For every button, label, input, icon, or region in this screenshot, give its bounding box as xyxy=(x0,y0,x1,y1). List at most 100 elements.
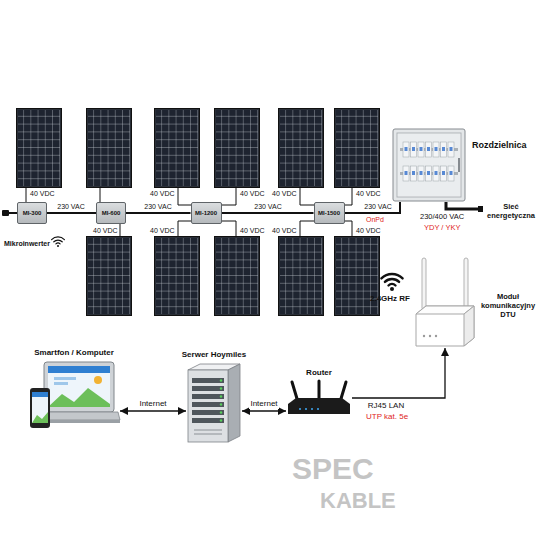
wifi-symbol xyxy=(390,287,394,291)
dc-wire xyxy=(178,188,191,205)
dc-wires xyxy=(26,188,352,236)
distribution-board-art xyxy=(397,133,461,197)
solar-panel xyxy=(335,109,380,188)
cable-type: YDY / YKY xyxy=(424,223,460,232)
dtu-module-art xyxy=(429,335,431,337)
router-device-art xyxy=(311,408,313,410)
dtu-module-art xyxy=(414,256,476,348)
solar-panel xyxy=(155,109,200,188)
microinverter: MI-1200 xyxy=(191,202,222,224)
server-device-art xyxy=(188,370,228,442)
dtu-module-art xyxy=(464,258,468,310)
server-device-art xyxy=(220,419,222,421)
voltage-label: 40 VDC xyxy=(356,190,381,199)
grid-cable xyxy=(446,202,480,209)
computer-device-art xyxy=(38,420,120,423)
wifi-symbol xyxy=(389,284,396,285)
dtu-module-art xyxy=(464,306,474,346)
server-device-art xyxy=(220,387,222,389)
router-device-art xyxy=(299,408,301,410)
wifi-symbol xyxy=(57,245,59,247)
computer-device-art xyxy=(48,366,110,407)
computer-device-art xyxy=(48,366,110,373)
solar-panels xyxy=(17,109,380,316)
computer-device-art xyxy=(28,360,120,434)
computer-device-art xyxy=(32,392,48,397)
dc-wire xyxy=(221,221,236,236)
model-label: MI-300 xyxy=(23,210,42,217)
model-label: MI-600 xyxy=(102,210,121,217)
dtu-module-art xyxy=(416,306,474,346)
router-device-art xyxy=(317,408,319,410)
voltage-label: 40 VDC xyxy=(150,190,175,199)
dc-wire xyxy=(100,188,101,202)
watermark: KABLE xyxy=(320,488,396,513)
wifi-symbol xyxy=(52,237,65,247)
server-device-art xyxy=(194,430,222,434)
server-device-art xyxy=(192,402,224,407)
solar-panel xyxy=(155,237,200,316)
dc-wire xyxy=(178,221,191,236)
server-device-art xyxy=(220,403,222,405)
dc-wire xyxy=(26,188,27,202)
voltage-label: 40 VDC xyxy=(272,190,297,199)
voltage-label: 40 VDC xyxy=(272,227,297,236)
edge-label: Internet xyxy=(138,399,167,409)
router-device-art xyxy=(286,380,352,418)
microinverter: MI-1500 xyxy=(314,202,345,224)
network-link xyxy=(352,348,445,398)
server-device-art xyxy=(220,395,222,397)
computer-device-art xyxy=(54,382,68,385)
cable-type: UTP kat. 5e xyxy=(366,412,408,422)
server-device-art xyxy=(192,394,224,399)
edge-label: Internet xyxy=(249,399,278,409)
grid-label: Sieć energetyczna xyxy=(484,202,538,220)
solar-panel xyxy=(279,109,324,188)
solar-panel xyxy=(335,237,380,316)
server-device-art xyxy=(228,364,240,442)
computer-device-art xyxy=(32,412,48,423)
dc-wire xyxy=(120,224,121,236)
server-device-art xyxy=(192,418,224,423)
ac-cable xyxy=(345,202,401,213)
edge-label: RJ45 LAN xyxy=(367,401,405,411)
computer-device-art xyxy=(30,388,50,428)
voltage-label: 40 VDC xyxy=(30,190,55,199)
dtu-module-art xyxy=(422,258,426,310)
computer-device-art xyxy=(94,376,102,384)
wifi-symbol xyxy=(52,237,65,240)
watermark: SPEC xyxy=(292,452,374,485)
device-label: Moduł komunikacyjny DTU xyxy=(478,292,538,319)
distribution-board-art xyxy=(398,134,460,196)
device-label: Rozdzielnica xyxy=(472,140,527,151)
solar-panel xyxy=(279,237,324,316)
dc-wire xyxy=(344,188,352,205)
distribution-board: Rozdzielnica xyxy=(392,128,466,202)
dtu-module-art xyxy=(435,335,437,337)
server-device-art xyxy=(220,379,222,381)
voltage-label: 230/400 VAC xyxy=(420,212,464,221)
dc-wire xyxy=(344,221,352,236)
dc-wire xyxy=(300,188,314,205)
computer-device: Smartfon / Komputer xyxy=(28,360,120,434)
solar-panel xyxy=(215,109,260,188)
computer-device-art xyxy=(54,377,76,380)
device-label: Serwer Hoymiles xyxy=(182,350,246,360)
signal-label: 2.4GHz RF xyxy=(370,294,410,304)
router-device-art xyxy=(305,408,307,410)
cable-end xyxy=(478,206,483,212)
device-label: Router xyxy=(306,368,332,378)
server-device-art xyxy=(186,362,242,444)
network-link xyxy=(120,410,186,411)
voltage-label: 40 VDC xyxy=(93,227,118,236)
model-label: MI-1500 xyxy=(318,210,340,217)
voltage-label: 40 VDC xyxy=(356,227,381,236)
server-device: Serwer Hoymiles xyxy=(186,362,242,444)
wifi-symbol xyxy=(54,240,62,242)
dtu-module-art xyxy=(423,335,425,337)
dtu-module: Moduł komunikacyjny DTU xyxy=(414,256,476,348)
voltage-label: 40 VDC xyxy=(240,227,265,236)
